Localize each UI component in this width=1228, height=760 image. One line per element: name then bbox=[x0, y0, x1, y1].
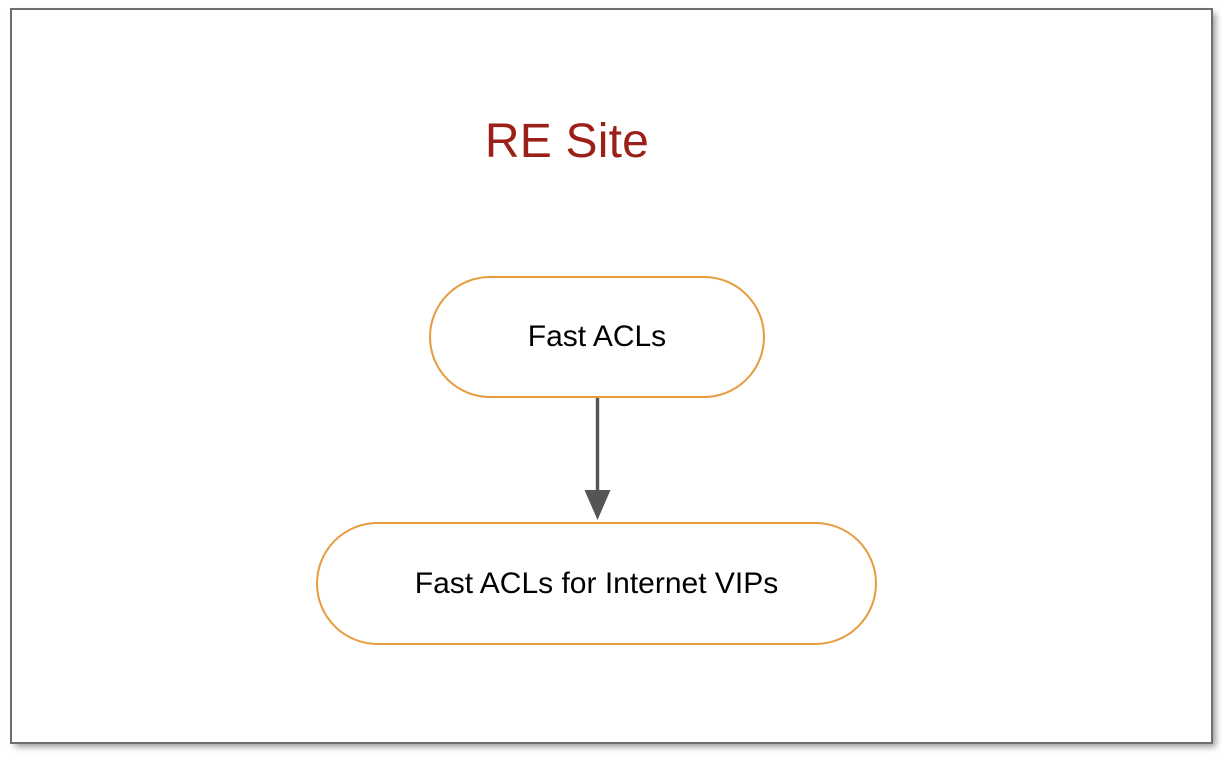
edge-fast-acls-to-internet-vips bbox=[584, 390, 611, 520]
node-fast-acls[interactable]: Fast ACLs bbox=[429, 276, 765, 398]
node-fast-acls-for-internet-vips[interactable]: Fast ACLs for Internet VIPs bbox=[316, 522, 877, 645]
arrowhead-down-icon bbox=[584, 490, 611, 520]
node-fast-acls-label: Fast ACLs bbox=[527, 320, 667, 353]
diagram-frame: RE Site Fast ACLs Fast ACLs for Internet… bbox=[10, 8, 1213, 744]
node-fast-acls-for-internet-vips-label: Fast ACLs for Internet VIPs bbox=[414, 566, 779, 600]
page-title: RE Site bbox=[484, 115, 650, 168]
